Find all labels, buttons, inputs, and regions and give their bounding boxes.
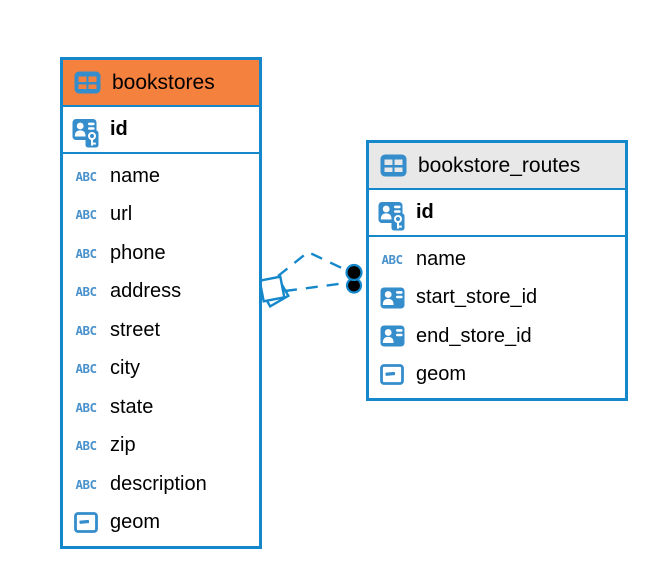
text-icon: ABC	[75, 207, 97, 223]
table-name: bookstores	[112, 70, 215, 94]
column-name: address	[110, 280, 182, 303]
relationship-source-diamond-marker[interactable]	[258, 276, 290, 308]
column-row-geom[interactable]: geom	[369, 356, 625, 395]
column-row-end_store_id[interactable]: end_store_id	[369, 317, 625, 356]
text-icon: ABC	[75, 361, 97, 377]
column-name: state	[110, 395, 154, 418]
table-name: bookstore_routes	[418, 153, 581, 177]
geometry-icon	[376, 364, 408, 386]
text-icon: ABC	[75, 245, 97, 261]
primary-key-icon	[70, 112, 102, 148]
column-name: url	[110, 203, 133, 226]
text-icon: ABC	[75, 438, 97, 454]
relationship-source-diamond-marker[interactable]	[258, 275, 286, 303]
column-row-city[interactable]: ABC city	[63, 350, 259, 389]
column-name: description	[110, 472, 207, 495]
column-row-address[interactable]: ABC address	[63, 273, 259, 312]
column-row-name[interactable]: ABC name	[63, 157, 259, 196]
column-row-state[interactable]: ABC state	[63, 388, 259, 427]
column-name: end_store_id	[416, 324, 532, 347]
columns-section: ABC name start_store_id end_store_id geom	[369, 237, 625, 398]
column-name: phone	[110, 241, 166, 264]
text-icon: ABC	[75, 476, 97, 492]
table-icon	[377, 154, 409, 177]
column-row-zip[interactable]: ABC zip	[63, 427, 259, 466]
column-name: city	[110, 357, 140, 380]
column-row-id[interactable]: id	[63, 107, 259, 152]
column-name: zip	[110, 434, 136, 457]
relationship-target-dot-marker[interactable]	[345, 263, 363, 282]
relationship-bookstores-bookstore_routes[interactable]	[258, 250, 363, 308]
column-name: start_store_id	[416, 286, 538, 309]
reference-icon	[376, 325, 408, 347]
column-row-url[interactable]: ABC url	[63, 196, 259, 235]
primary-key-section: id	[369, 190, 625, 237]
column-row-id[interactable]: id	[369, 190, 625, 235]
text-icon: ABC	[75, 168, 97, 184]
table-icon	[71, 71, 103, 94]
text-icon: ABC	[75, 284, 97, 300]
column-row-description[interactable]: ABC description	[63, 465, 259, 504]
column-row-start_store_id[interactable]: start_store_id	[369, 279, 625, 318]
column-name: geom	[416, 363, 467, 386]
column-row-phone[interactable]: ABC phone	[63, 234, 259, 273]
column-name: geom	[110, 511, 161, 534]
text-icon: ABC	[381, 251, 403, 267]
column-name: street	[110, 318, 161, 341]
text-icon: ABC	[75, 399, 97, 415]
table-header-bookstore_routes[interactable]: bookstore_routes	[369, 143, 625, 190]
column-name: id	[416, 201, 434, 223]
primary-key-icon	[376, 195, 408, 231]
text-icon: ABC	[75, 322, 97, 338]
column-name: name	[416, 247, 467, 270]
geometry-icon	[70, 512, 102, 534]
column-row-street[interactable]: ABC street	[63, 311, 259, 350]
reference-icon	[376, 287, 408, 309]
primary-key-section: id	[63, 107, 259, 154]
relationship-target-dot-marker[interactable]	[345, 277, 363, 294]
column-row-name[interactable]: ABC name	[369, 240, 625, 279]
column-name: name	[110, 164, 161, 187]
column-row-geom[interactable]: geom	[63, 504, 259, 543]
relationship-line[interactable]	[284, 281, 347, 293]
table-header-bookstores[interactable]: bookstores	[63, 60, 259, 107]
relationship-line[interactable]	[277, 250, 349, 277]
column-name: id	[110, 118, 128, 140]
